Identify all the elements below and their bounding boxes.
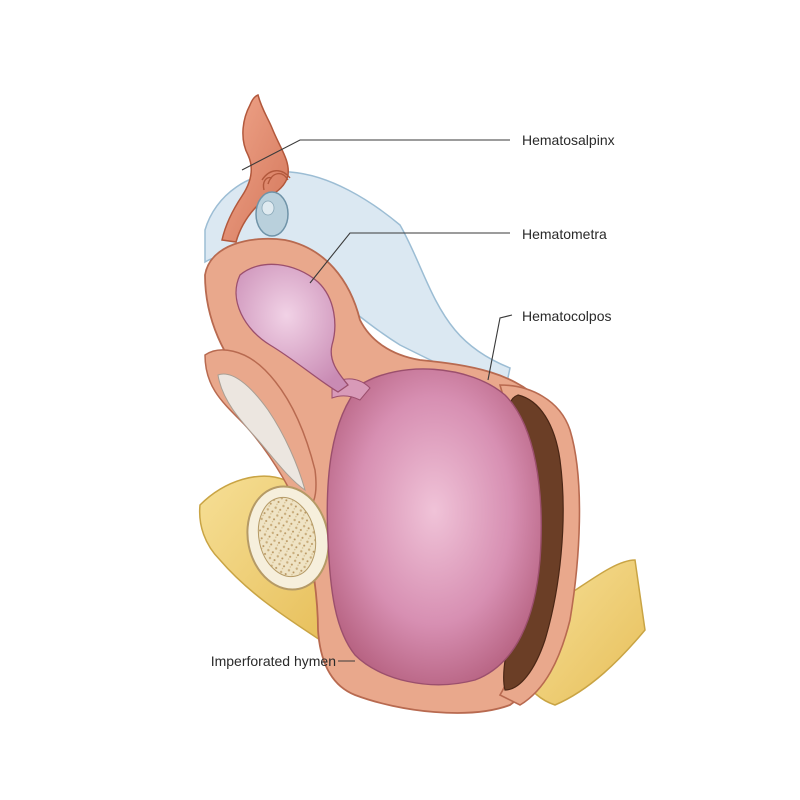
label-hematometra: Hematometra — [522, 226, 607, 242]
ovary — [255, 191, 289, 237]
hematometra-cavity — [235, 263, 349, 393]
hematosalpinx-tube — [221, 94, 289, 243]
pubic-bone-marrow — [257, 496, 317, 578]
label-hematocolpos: Hematocolpos — [522, 308, 612, 324]
leader-hematosalpinx — [241, 139, 510, 171]
hematocolpos-cavity — [326, 368, 542, 686]
bladder-lumen — [217, 373, 306, 492]
leader-hematocolpos — [487, 314, 513, 381]
leader-hematometra — [309, 232, 510, 284]
label-imperforated-hymen: Imperforated hymen — [211, 653, 336, 669]
label-hematosalpinx: Hematosalpinx — [522, 132, 615, 148]
tube-fimbriae — [261, 170, 291, 191]
ovary-follicle — [261, 200, 275, 216]
posterior-fat — [524, 559, 646, 706]
